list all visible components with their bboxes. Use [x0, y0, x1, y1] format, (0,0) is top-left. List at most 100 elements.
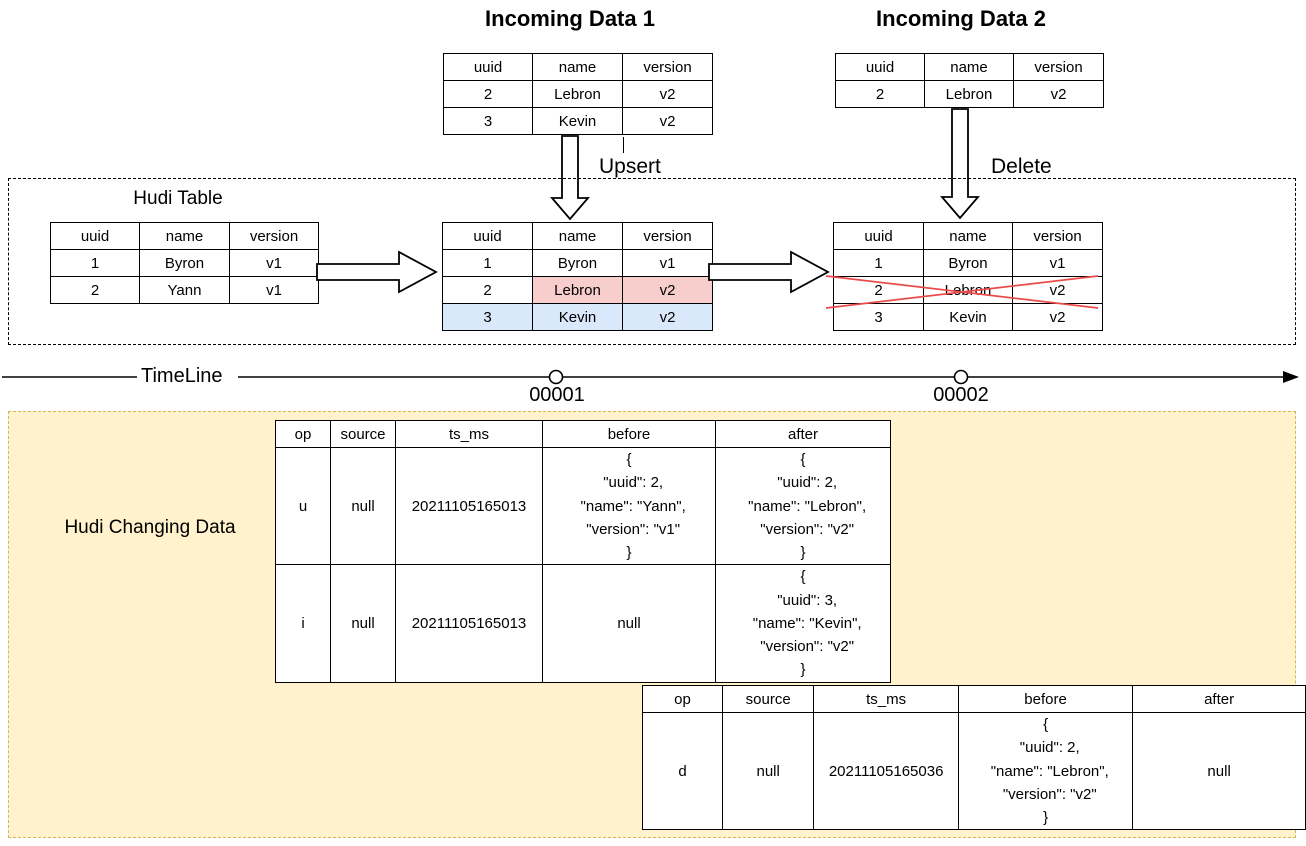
cdc-row-insert: i null 20211105165013 null { "uuid": 3, … — [275, 564, 891, 683]
incoming-data-2-title: Incoming Data 2 — [876, 6, 1046, 31]
column-header: op — [641, 685, 724, 713]
table-cell-inserted: v2 — [622, 303, 713, 331]
column-header: uuid — [835, 53, 925, 81]
table-cell: Yann — [139, 276, 230, 304]
commit-time-1: 00001 — [529, 384, 585, 406]
table-header-row: uuid name version — [442, 222, 713, 250]
table-cell: 2 — [835, 80, 925, 108]
table-cell: 3 — [443, 107, 533, 135]
cdc-table-commit-1: op source ts_ms before after u null 2021… — [275, 420, 891, 683]
table-cell: Lebron — [532, 80, 623, 108]
column-header: uuid — [833, 222, 924, 250]
column-header: name — [924, 53, 1014, 81]
hudi-table-after-delete: uuid name version 1 Byron v1 2 Lebron v2… — [833, 222, 1103, 331]
table-cell: Kevin — [532, 107, 623, 135]
table-cell: 1 — [442, 249, 533, 277]
timeline-arrowhead-icon — [1283, 371, 1299, 383]
table-cell: v1 — [229, 276, 319, 304]
cdc-row-update: u null 20211105165013 { "uuid": 2, "name… — [275, 446, 891, 566]
table-cell: 3 — [833, 303, 924, 331]
table-cell: v2 — [622, 80, 713, 108]
right-arrow-icon — [708, 250, 830, 294]
after-cell: { "uuid": 3, "name": "Kevin", "version":… — [715, 564, 891, 683]
column-header: name — [532, 222, 623, 250]
table-cell: 2 — [442, 276, 533, 304]
table-cell: v2 — [1013, 80, 1104, 108]
table-row: 1 Byron v1 — [833, 249, 1103, 277]
hudi-table-container — [8, 178, 1296, 345]
column-header: name — [532, 53, 623, 81]
timeline-axis — [2, 369, 1299, 385]
table-row: 1 Byron v1 — [50, 249, 319, 277]
incoming-table-1: uuid name version 2 Lebron v2 3 Kevin v2 — [443, 53, 713, 135]
table-cell: Lebron — [924, 80, 1014, 108]
ts-cell: 20211105165036 — [813, 711, 959, 831]
table-row: 2 Lebron v2 — [443, 80, 713, 108]
column-header: op — [275, 420, 331, 448]
table-row: 1 Byron v1 — [442, 249, 713, 277]
table-row: 3 Kevin v2 — [443, 107, 713, 135]
column-header: uuid — [442, 222, 533, 250]
column-header: after — [1132, 685, 1306, 713]
table-header-row: uuid name version — [50, 222, 319, 250]
table-header-row: uuid name version — [443, 53, 713, 81]
table-cell-inserted: 3 — [442, 303, 533, 331]
column-header: source — [722, 685, 815, 713]
table-cell: v1 — [1012, 249, 1103, 277]
column-header: version — [1012, 222, 1103, 250]
column-header: version — [622, 222, 713, 250]
table-cell: v1 — [229, 249, 319, 277]
op-cell: d — [641, 711, 724, 831]
table-cell: 2 — [50, 276, 140, 304]
upsert-label-connector — [623, 137, 624, 153]
column-header: version — [229, 222, 319, 250]
source-cell: null — [722, 711, 815, 831]
column-header: uuid — [443, 53, 533, 81]
upsert-label: Upsert — [599, 155, 661, 178]
before-cell: { "uuid": 2, "name": "Lebron", "version"… — [957, 711, 1134, 831]
changing-data-label: Hudi Changing Data — [64, 517, 236, 538]
table-cell-inserted: Kevin — [532, 303, 623, 331]
column-header: version — [1013, 53, 1104, 81]
table-cell: v1 — [622, 249, 713, 277]
column-header: ts_ms — [395, 420, 543, 448]
op-cell: i — [275, 564, 331, 683]
incoming-table-2: uuid name version 2 Lebron v2 — [835, 53, 1104, 108]
table-row-updated: 2 Lebron v2 — [442, 276, 713, 304]
after-cell: { "uuid": 2, "name": "Lebron", "version"… — [715, 446, 891, 566]
upsert-down-arrow-icon — [550, 135, 590, 221]
table-row: 3 Kevin v2 — [833, 303, 1103, 331]
delete-cross-icon — [825, 275, 1099, 309]
table-cell: v2 — [622, 107, 713, 135]
source-cell: null — [330, 446, 396, 566]
commit-time-2: 00002 — [933, 384, 989, 406]
table-cell: 2 — [833, 276, 924, 304]
ts-cell: 20211105165013 — [395, 564, 543, 683]
table-header-row: uuid name version — [835, 53, 1104, 81]
source-cell: null — [330, 564, 396, 683]
delete-down-arrow-icon — [940, 108, 980, 220]
cdc-row-delete: d null 20211105165036 { "uuid": 2, "name… — [641, 711, 1306, 831]
after-cell: null — [1132, 711, 1306, 831]
hudi-table-label: Hudi Table — [133, 188, 223, 209]
delete-label: Delete — [991, 155, 1052, 178]
ts-cell: 20211105165013 — [395, 446, 543, 566]
column-header: after — [715, 420, 891, 448]
table-header-row: op source ts_ms before after — [275, 420, 891, 448]
table-cell: 2 — [443, 80, 533, 108]
column-header: before — [957, 685, 1134, 713]
column-header: uuid — [50, 222, 140, 250]
table-cell: Byron — [139, 249, 230, 277]
table-cell: Byron — [923, 249, 1013, 277]
table-cell: 1 — [50, 249, 140, 277]
column-header: ts_ms — [813, 685, 959, 713]
cdc-table-commit-2: op source ts_ms before after d null 2021… — [641, 685, 1306, 831]
table-row: 2 Lebron v2 — [835, 80, 1104, 108]
column-header: before — [542, 420, 716, 448]
table-row-inserted: 3 Kevin v2 — [442, 303, 713, 331]
table-header-row: uuid name version — [833, 222, 1103, 250]
table-cell: v2 — [1012, 303, 1103, 331]
timeline-label: TimeLine — [141, 365, 223, 387]
column-header: source — [330, 420, 396, 448]
